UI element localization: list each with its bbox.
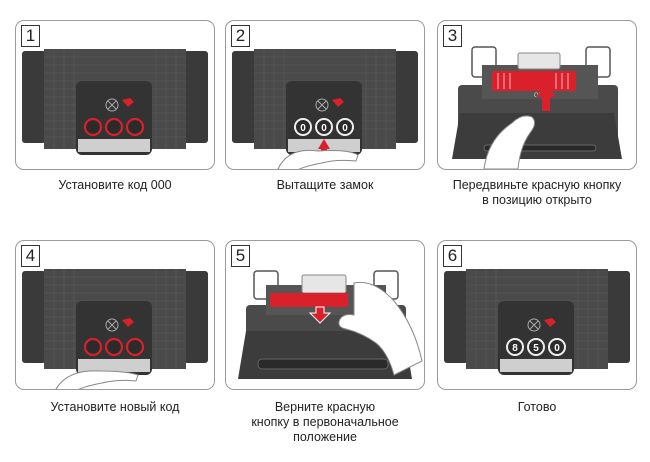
dial-2[interactable] xyxy=(104,337,124,357)
dial-2[interactable] xyxy=(315,118,333,136)
step-5-illustration: 5 xyxy=(225,240,425,390)
step-2-illustration: 2 0 0 xyxy=(225,20,425,170)
red-slider-button[interactable] xyxy=(270,293,348,307)
tsa-logo-icon xyxy=(315,98,329,112)
step-6-caption: Готово xyxy=(517,400,557,414)
dial-strip xyxy=(78,139,150,152)
dial-1[interactable] xyxy=(294,118,312,136)
lock-back-illustration: OFF xyxy=(452,46,622,169)
finger-icon xyxy=(55,370,139,389)
strap-right xyxy=(184,51,208,143)
dial-1-digit: 8 xyxy=(512,343,518,354)
lock-front-illustration: 8 5 0 xyxy=(444,269,630,375)
dial-3[interactable] xyxy=(125,337,145,357)
dial-2-digit: 0 xyxy=(321,123,327,134)
step-number: 2 xyxy=(231,25,250,47)
red-slider-button[interactable] xyxy=(492,71,576,91)
step-6-illustration: 6 8 5 xyxy=(437,240,637,390)
finger-icon xyxy=(338,281,423,376)
step-1-illustration: 1 xyxy=(15,20,215,170)
step-number: 4 xyxy=(21,245,40,267)
finger-icon xyxy=(277,149,359,169)
step-number: 5 xyxy=(231,245,250,267)
dial-1[interactable] xyxy=(506,338,524,356)
strap-left xyxy=(22,51,46,143)
step-number: 3 xyxy=(443,25,462,47)
step-4-illustration: 4 xyxy=(15,240,215,390)
step-1-caption: Установите код 000 xyxy=(58,178,172,192)
lock-front-illustration xyxy=(22,49,208,155)
step-5-caption: Верните красную кнопку в первоначальное … xyxy=(251,400,399,444)
arrow-up-icon xyxy=(536,85,556,111)
step-3-illustration: 3 OFF xyxy=(437,20,637,170)
step-number: 1 xyxy=(21,25,40,47)
lock-front-illustration xyxy=(22,269,208,389)
dial-2[interactable] xyxy=(104,117,124,137)
dial-2[interactable] xyxy=(527,338,545,356)
step-4-caption: Установите новый код xyxy=(50,400,180,414)
dial-3[interactable] xyxy=(336,118,354,136)
step-3-caption: Передвиньте красную кнопку в позицию отк… xyxy=(452,178,622,207)
dial-3-digit: 0 xyxy=(554,343,560,354)
step-2-caption: Вытащите замок xyxy=(276,178,374,192)
dial-3-digit: 0 xyxy=(342,123,348,134)
step-number: 6 xyxy=(443,245,462,267)
dial-1-digit: 0 xyxy=(300,123,306,134)
lock-back-illustration xyxy=(238,270,423,379)
arrow-down-icon xyxy=(308,306,332,324)
dial-1[interactable] xyxy=(83,337,103,357)
dial-3[interactable] xyxy=(548,338,566,356)
dial-2-digit: 5 xyxy=(533,343,539,354)
lock-front-illustration: 0 0 0 xyxy=(232,49,418,169)
dial-1[interactable] xyxy=(83,117,103,137)
tsa-badge-icon xyxy=(122,98,134,107)
tsa-logo-icon xyxy=(105,318,119,332)
tsa-logo-icon xyxy=(105,98,119,112)
dial-3[interactable] xyxy=(125,117,145,137)
tsa-logo-icon xyxy=(527,318,541,332)
finger-icon xyxy=(483,115,536,169)
